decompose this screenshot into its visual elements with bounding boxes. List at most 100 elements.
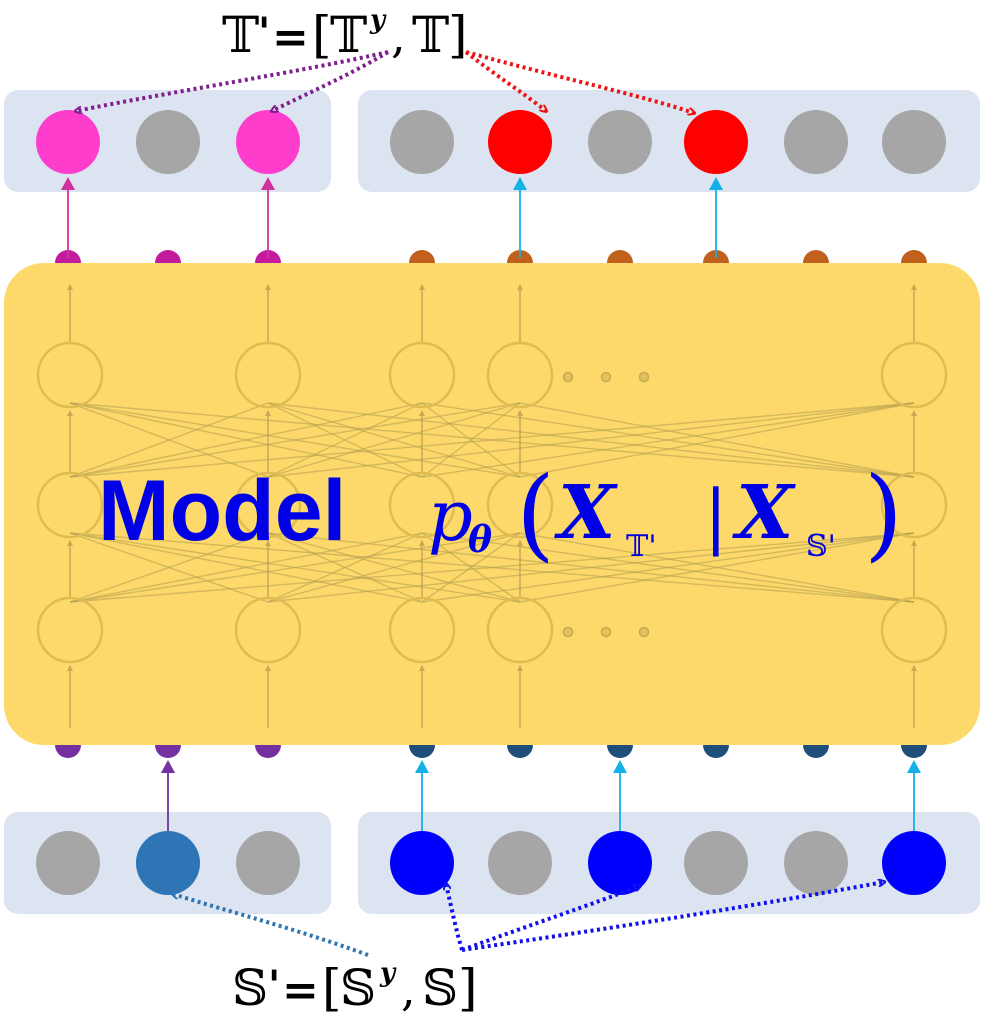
net-edge — [519, 532, 915, 603]
arrow-head-icon — [513, 177, 527, 190]
source-equals: = — [282, 965, 319, 1016]
model-p: p — [428, 475, 473, 557]
net-edge — [267, 532, 521, 603]
net-edge — [421, 402, 915, 478]
net-edge — [69, 532, 269, 603]
model-rparen: ) — [864, 455, 903, 572]
target-nodes — [36, 110, 946, 174]
steel-dotted-arrow — [173, 894, 369, 957]
net-edge — [421, 532, 915, 603]
arrow-head-icon — [261, 177, 275, 190]
source-rbracket: ] — [458, 959, 478, 1016]
net-edge — [267, 402, 423, 478]
net-edge — [69, 402, 269, 478]
target-x-symbol: 𝕋 — [412, 6, 449, 64]
net-edge — [69, 402, 269, 478]
neuron — [234, 596, 302, 664]
target-y-symbol: 𝕋 — [330, 6, 367, 64]
net-edge — [421, 532, 521, 603]
source-prime: ' — [268, 962, 280, 1009]
masked-node — [882, 110, 946, 174]
net-edge — [69, 402, 915, 478]
source-sup-y: y — [379, 958, 397, 988]
net-edge — [69, 402, 521, 478]
net-edge — [267, 532, 915, 603]
net-edge — [267, 532, 915, 603]
masked-node — [784, 110, 848, 174]
net-edge — [69, 532, 521, 603]
model-bar: | — [704, 475, 728, 557]
arrow-head-icon — [61, 177, 75, 190]
blue-dotted-arrow-2 — [461, 886, 640, 952]
net-edge — [69, 402, 423, 478]
target-sup-y: y — [369, 5, 387, 35]
net-edge — [519, 532, 915, 603]
net-edge — [69, 402, 915, 478]
net-edge — [69, 402, 521, 478]
net-edge — [267, 402, 915, 478]
masked-node — [588, 110, 652, 174]
masked-node — [784, 831, 848, 895]
net-edge — [421, 402, 521, 478]
target-y-node — [236, 110, 300, 174]
source-y-node — [136, 831, 200, 895]
source-nodes — [36, 831, 946, 895]
net-edge — [69, 532, 423, 603]
red-dotted-arrow-1 — [464, 50, 546, 111]
neuron — [388, 471, 456, 539]
source-x-node — [390, 831, 454, 895]
net-edge — [267, 532, 423, 603]
net-edge — [69, 532, 915, 603]
neuron — [36, 341, 104, 409]
model-sub-target: 𝕋' — [626, 529, 657, 564]
model-word: Model — [98, 463, 346, 559]
net-edge — [69, 532, 915, 603]
net-edge — [519, 402, 915, 478]
neuron — [880, 596, 948, 664]
model-x-target: X — [554, 470, 618, 556]
net-edge — [267, 532, 521, 603]
ellipsis-icon — [562, 371, 574, 383]
arrow-head-icon — [613, 760, 627, 773]
source-comma: , — [401, 962, 416, 1016]
target-y-node — [36, 110, 100, 174]
ellipsis-icon — [600, 626, 612, 638]
neural-network-sketch — [36, 284, 948, 728]
model-box — [4, 263, 980, 745]
net-edge — [267, 402, 521, 478]
source-lbracket: [ — [322, 959, 342, 1016]
target-prime: ' — [258, 9, 270, 56]
net-edge — [69, 532, 521, 603]
masked-node — [136, 110, 200, 174]
source-x-symbol: 𝕊 — [422, 959, 458, 1016]
target-rbracket: ] — [448, 6, 468, 64]
target-symbol: 𝕋 — [222, 6, 259, 64]
model-lparen: ( — [516, 455, 555, 572]
source-x-node — [882, 831, 946, 895]
neuron — [388, 341, 456, 409]
source-y-symbol: 𝕊 — [340, 959, 376, 1016]
masked-node — [390, 110, 454, 174]
purple-dotted-arrow-2 — [272, 50, 390, 111]
target-x-node — [488, 110, 552, 174]
model-x-source: X — [732, 470, 796, 556]
source-selection-arrows — [173, 882, 884, 957]
target-comma: , — [391, 9, 406, 63]
ellipsis-icon — [600, 371, 612, 383]
purple-dotted-arrow-1 — [76, 50, 389, 111]
net-edge — [267, 532, 423, 603]
arrow-head-icon — [415, 760, 429, 773]
net-edge — [519, 402, 915, 478]
masked-node — [684, 831, 748, 895]
arrow-head-icon — [161, 760, 175, 773]
neuron — [880, 471, 948, 539]
net-edge — [421, 532, 915, 603]
source-x-node — [588, 831, 652, 895]
net-edge — [69, 532, 269, 603]
target-set-label: 𝕋 ' = [ 𝕋 y , 𝕋 ] — [222, 5, 468, 64]
target-equals: = — [272, 12, 309, 63]
neuron — [486, 596, 554, 664]
net-edge — [421, 402, 915, 478]
net-edge — [267, 402, 521, 478]
